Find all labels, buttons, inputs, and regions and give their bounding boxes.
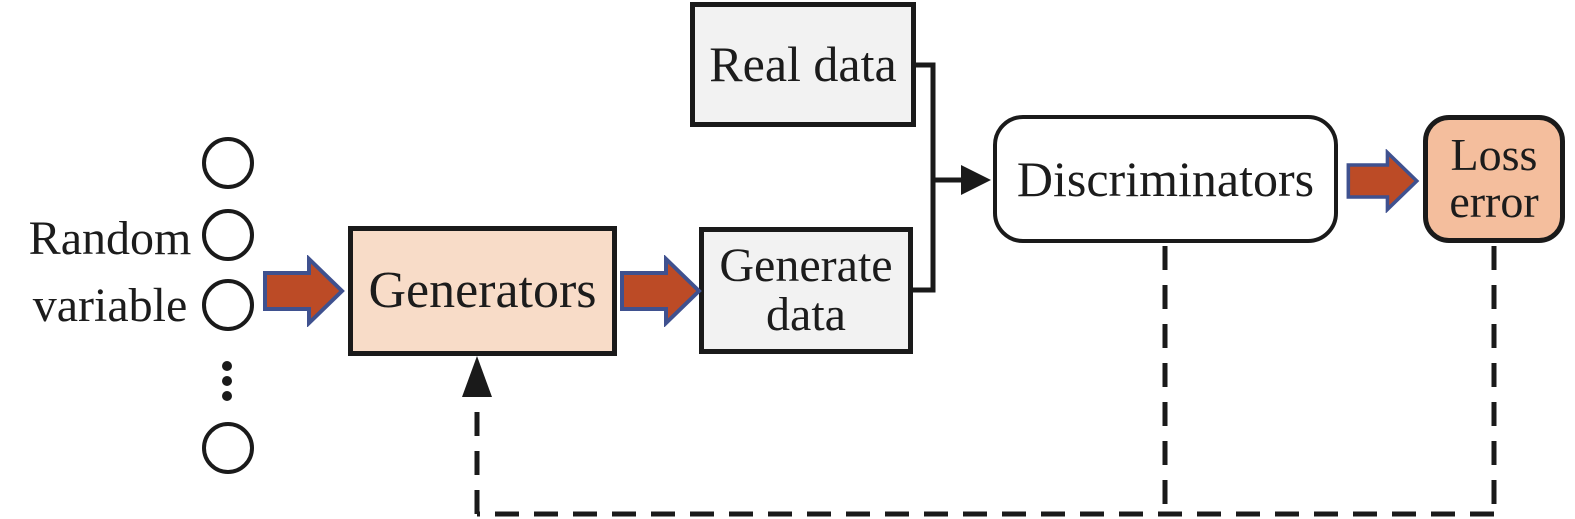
loss-error-box: Loss error <box>1423 115 1565 243</box>
input-node-circle <box>202 422 254 474</box>
random-variable-label: Random variable <box>28 212 192 333</box>
generate-data-label: Generate data <box>719 238 893 341</box>
discriminators-label: Discriminators <box>1016 150 1315 207</box>
generators-label: Generators <box>368 262 597 320</box>
ellipsis-dot <box>222 361 232 371</box>
real-data-box: Real data <box>690 2 916 127</box>
block-arrow-icon <box>1346 149 1420 213</box>
right-arrowhead-icon <box>961 165 991 195</box>
input-node-circle <box>202 137 254 189</box>
ellipsis-dot <box>222 391 232 401</box>
input-node-circle <box>202 279 254 331</box>
discriminators-box: Discriminators <box>993 115 1338 243</box>
input-node-circle <box>202 209 254 261</box>
generate-data-box: Generate data <box>699 227 913 354</box>
block-arrow-icon <box>620 255 702 327</box>
ellipsis-dot <box>222 376 232 386</box>
loss-error-label: Loss error <box>1449 129 1539 227</box>
block-arrow-icon <box>263 255 345 327</box>
up-arrowhead-icon <box>462 356 492 397</box>
real-data-label: Real data <box>709 36 897 92</box>
generators-box: Generators <box>348 226 617 356</box>
